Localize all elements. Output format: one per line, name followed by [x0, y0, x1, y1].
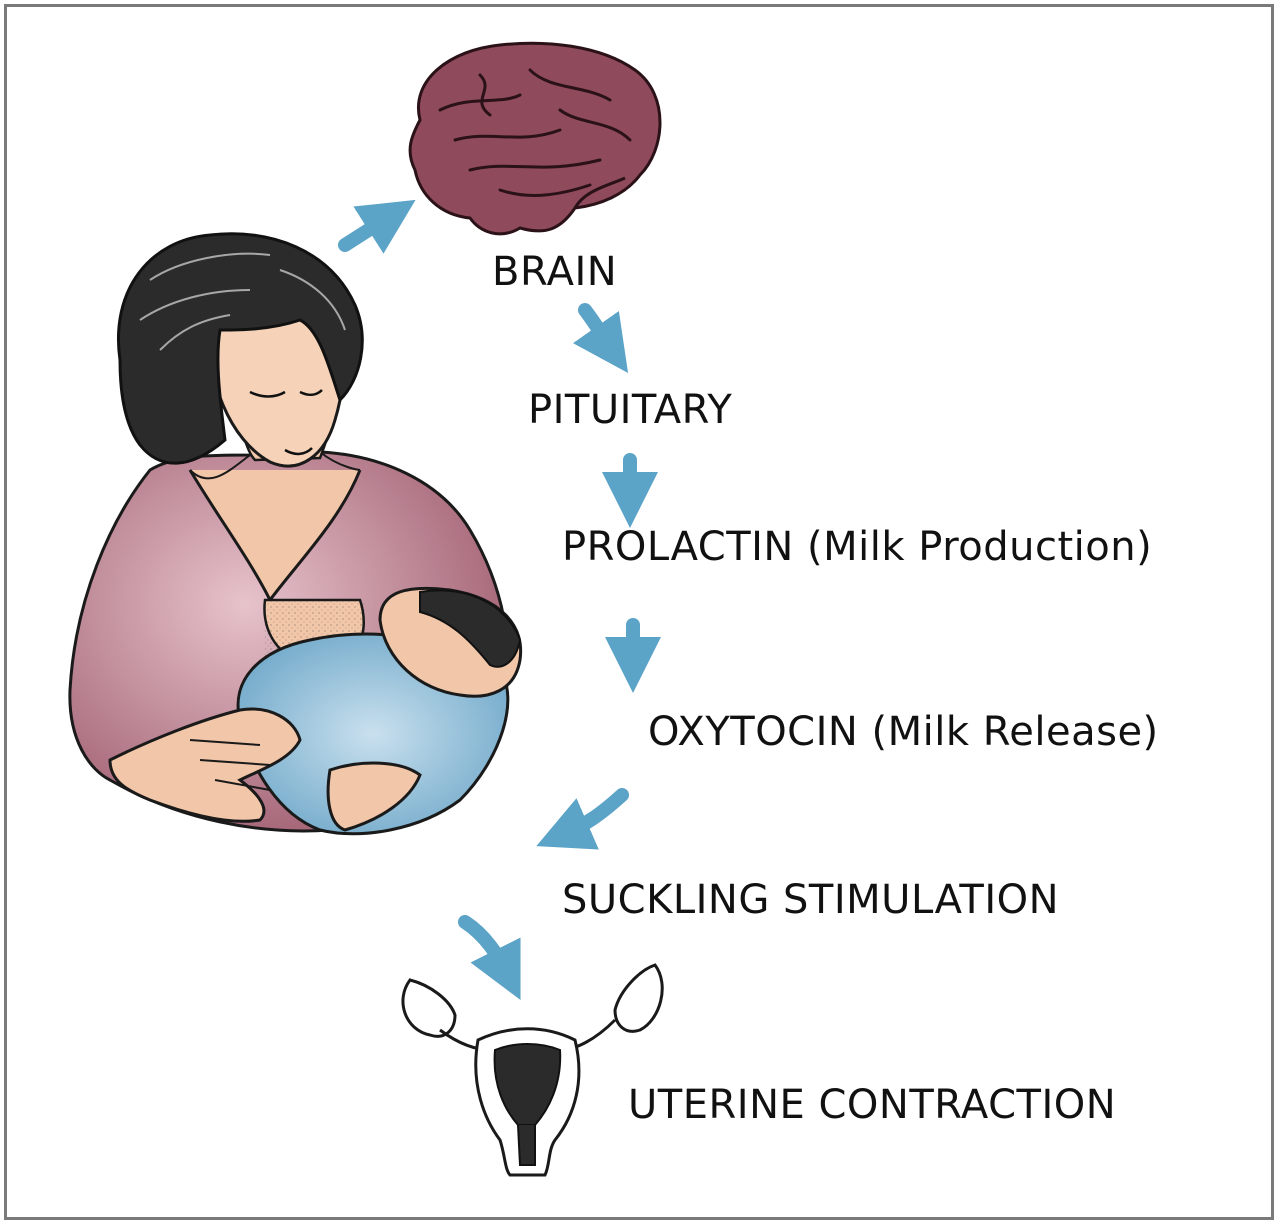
- arrow-suckling-to-uterine: [465, 922, 508, 975]
- arrow-brain-to-pituitary: [585, 310, 612, 350]
- arrow-to-brain: [345, 215, 392, 245]
- brain-illustration: [410, 43, 660, 234]
- step-suckling-label: SUCKLING STIMULATION: [562, 880, 1059, 920]
- step-uterine-label: UTERINE CONTRACTION: [628, 1085, 1116, 1125]
- uterus-illustration: [403, 965, 662, 1175]
- step-oxytocin-label: OXYTOCIN (Milk Release): [648, 712, 1159, 752]
- step-pituitary-label: PITUITARY: [528, 390, 732, 430]
- arrow-oxytocin-to-suckling: [562, 795, 622, 835]
- mother-and-baby-illustration: [70, 234, 521, 834]
- step-brain-label: BRAIN: [492, 252, 617, 292]
- step-prolactin-label: PROLACTIN (Milk Production): [562, 527, 1152, 567]
